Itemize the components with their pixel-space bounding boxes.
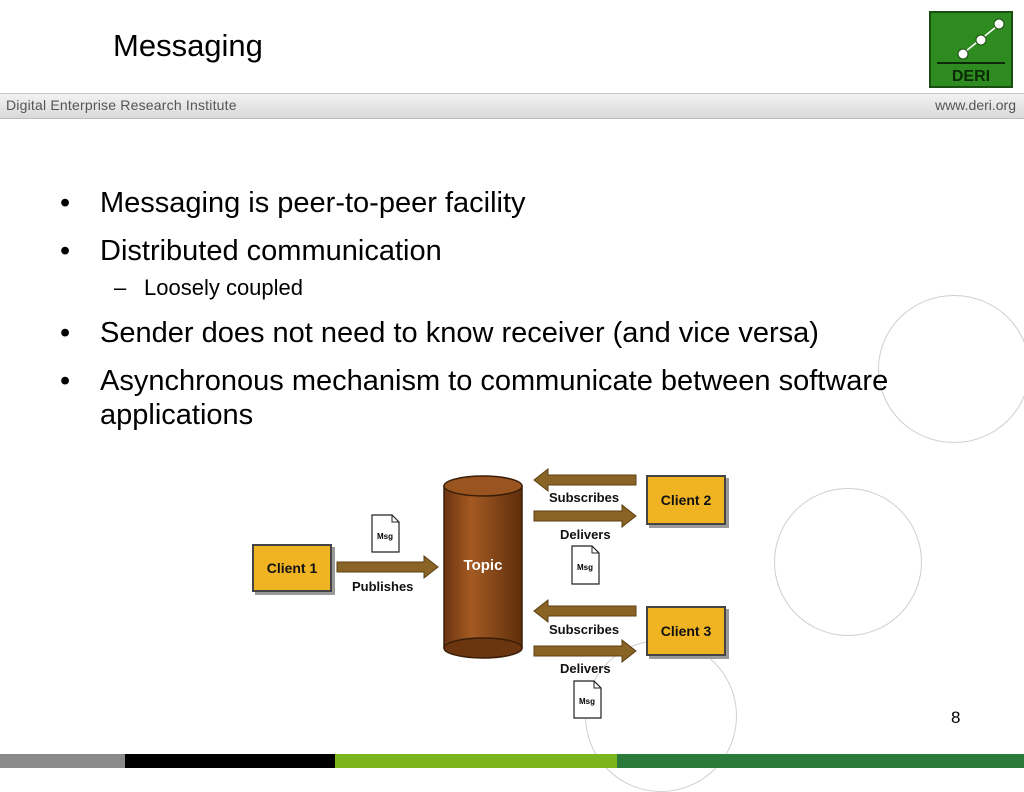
bullet-text: Asynchronous mechanism to communicate be… [100,365,889,431]
footer-bar-darkgreen [617,754,1024,768]
institute-name: Digital Enterprise Research Institute [6,97,237,113]
client-2-box: Client 2 [646,475,726,525]
footer-bar-lightgreen [335,754,617,768]
bullet-item: • Distributed communication [60,234,960,268]
msg-label: Msg [377,532,393,541]
sub-bullet-dash: – [114,275,127,300]
bullet-text: Sender does not need to know receiver (a… [100,317,819,349]
page-number: 8 [951,708,961,727]
bullet-list: • Messaging is peer-to-peer facility • D… [60,186,960,446]
bullet-text: Distributed communication [100,235,442,267]
sub-bullet-item: – Loosely coupled [60,274,960,302]
bullet-dot: • [60,317,71,349]
footer-bar-gray [0,754,125,768]
bullet-item: • Sender does not need to know receiver … [60,316,960,350]
bullet-item: • Asynchronous mechanism to communicate … [60,364,920,432]
logo-text: DERI [952,68,990,85]
msg-document-icon: Msg [573,680,602,719]
slide-title: Messaging [113,28,263,63]
subscribes-label-bottom: Subscribes [549,622,620,637]
delivers-arrow-bottom [533,638,637,664]
decorative-circle-top [878,295,1024,443]
delivers-label-bottom: Delivers [560,661,611,676]
client-1-box: Client 1 [252,544,332,592]
msg-document-icon: Msg [371,514,400,553]
deri-logo-graphic: DERI [937,18,1005,85]
msg-label: Msg [579,697,595,706]
topic-cylinder [443,475,523,659]
header-band: Digital Enterprise Research Institute ww… [0,93,1024,119]
delivers-label-top: Delivers [560,527,611,542]
messaging-diagram: Msg Msg Msg [336,467,637,719]
delivers-arrow-top [533,503,637,529]
footer-bar-black [125,754,335,768]
subscribes-label-top: Subscribes [549,490,620,505]
bullet-text: Messaging is peer-to-peer facility [100,187,526,219]
subscribes-arrow-top [533,467,637,493]
topic-label: Topic [463,557,503,574]
msg-document-icon: Msg [571,545,600,585]
bullet-item: • Messaging is peer-to-peer facility [60,186,960,220]
website-url: www.deri.org [935,97,1016,113]
subscribes-arrow-bottom [533,598,637,624]
bullet-dot: • [60,235,71,267]
bullet-dot: • [60,365,71,397]
decorative-circle-middle [774,488,922,636]
msg-label: Msg [577,563,593,572]
client-3-box: Client 3 [646,606,726,656]
publishes-label: Publishes [352,579,414,594]
publishes-arrow [336,554,439,580]
bullet-dot: • [60,187,71,219]
sub-bullet-text: Loosely coupled [144,275,304,300]
deri-logo: DERI [929,11,1013,88]
